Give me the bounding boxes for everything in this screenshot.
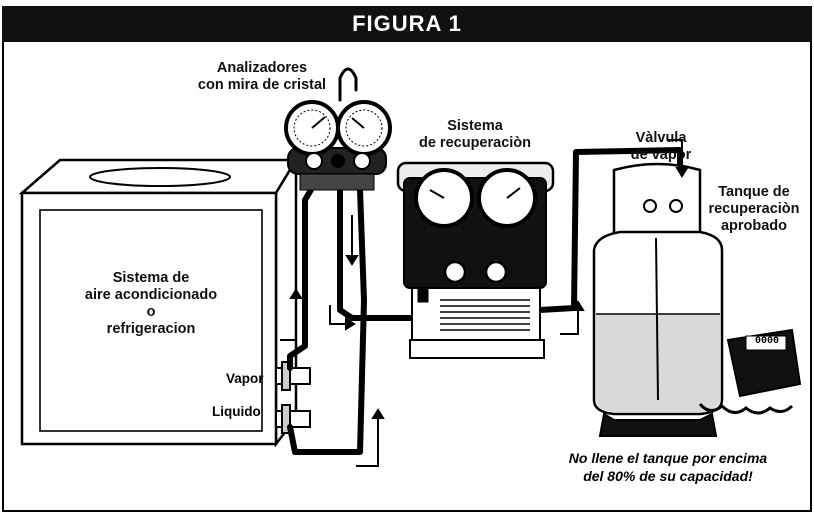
manifold-label: Analizadores con mira de cristal <box>197 60 327 94</box>
valve-icon <box>305 152 371 170</box>
scale-display: 0000 <box>754 336 779 347</box>
ac-system-label: Sistema de aire acondicionado o refriger… <box>84 270 218 338</box>
recovery-system-label: Sistema de recuperaciòn <box>418 118 531 152</box>
recovery-tank <box>592 162 724 437</box>
scale-icon <box>698 328 802 415</box>
tank-label: Tanque de recuperaciòn aprobado <box>708 184 800 235</box>
gauge-icon <box>414 168 537 228</box>
figure-title: FIGURA 1 <box>2 6 812 42</box>
vapor-port-label: Vapor <box>226 371 264 386</box>
gauge-icon <box>336 100 392 156</box>
vapor-valve-label: Vàlvula de vapor <box>630 130 692 164</box>
recovery-machine <box>396 161 555 359</box>
flow-arrow-icon <box>280 139 689 467</box>
warning-note: No llene el tanque por encima del 80% de… <box>568 450 768 485</box>
manifold <box>284 100 392 191</box>
liquid-port-label: Liquido <box>212 404 261 419</box>
gauge-icon <box>284 100 340 156</box>
